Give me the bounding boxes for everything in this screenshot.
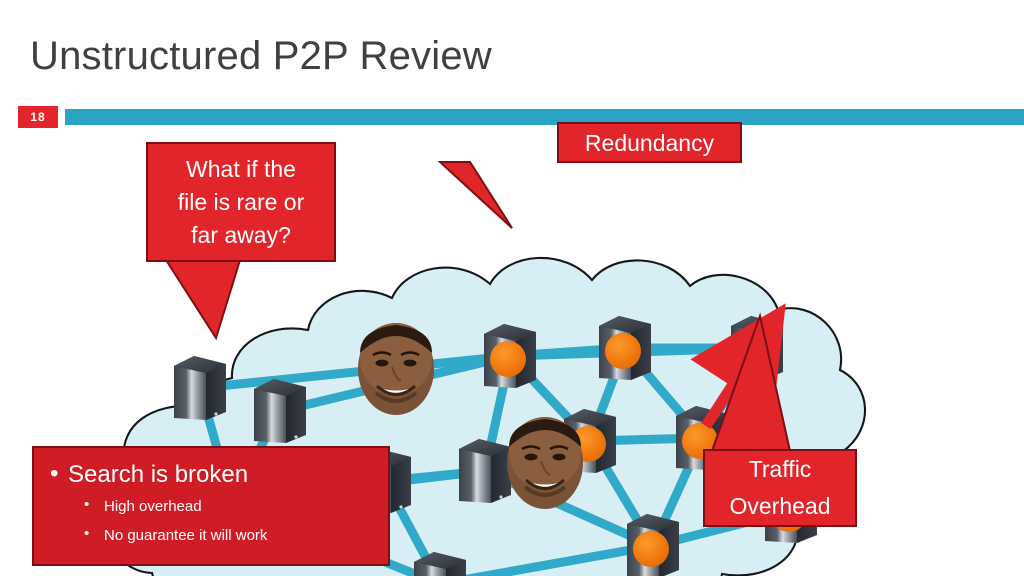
network-node-active[interactable]	[484, 324, 536, 388]
callout-rare-or-far: What if the file is rare or far away?	[146, 142, 336, 262]
callout-line: Overhead	[729, 493, 831, 519]
callout-redundancy: Redundancy	[557, 122, 742, 163]
bullet-sub-item: High overhead	[34, 490, 388, 521]
slide-number-badge: 18	[18, 106, 58, 128]
callout-line: far away?	[191, 221, 291, 248]
avatar	[358, 323, 434, 415]
page-title: Unstructured P2P Review	[30, 34, 492, 78]
network-node-active[interactable]	[627, 514, 679, 576]
callout-traffic-overhead: Traffic Overhead	[703, 449, 857, 527]
bullet-sub-item: No guarantee it will work	[34, 519, 388, 550]
network-node[interactable]	[414, 552, 466, 576]
bullet-headline: Search is broken	[34, 457, 388, 492]
node-badge-icon	[633, 531, 669, 567]
callout-line: Redundancy	[584, 129, 715, 156]
avatar	[507, 417, 583, 509]
network-node[interactable]	[174, 356, 226, 420]
network-node[interactable]	[254, 379, 306, 443]
bullet-list: Search is broken High overhead No guaran…	[34, 457, 388, 550]
network-node[interactable]	[459, 439, 511, 503]
callout-tails	[164, 161, 792, 452]
teal-divider-bar	[65, 109, 1024, 125]
callout-line: Traffic	[748, 456, 812, 482]
node-badge-icon	[605, 333, 641, 369]
network-node-active[interactable]	[599, 316, 651, 380]
callout-line: file is rare or	[177, 188, 305, 215]
callout-search-is-broken: Search is broken High overhead No guaran…	[32, 446, 390, 566]
callout-line: What if the	[186, 155, 296, 182]
node-badge-icon	[490, 341, 526, 377]
